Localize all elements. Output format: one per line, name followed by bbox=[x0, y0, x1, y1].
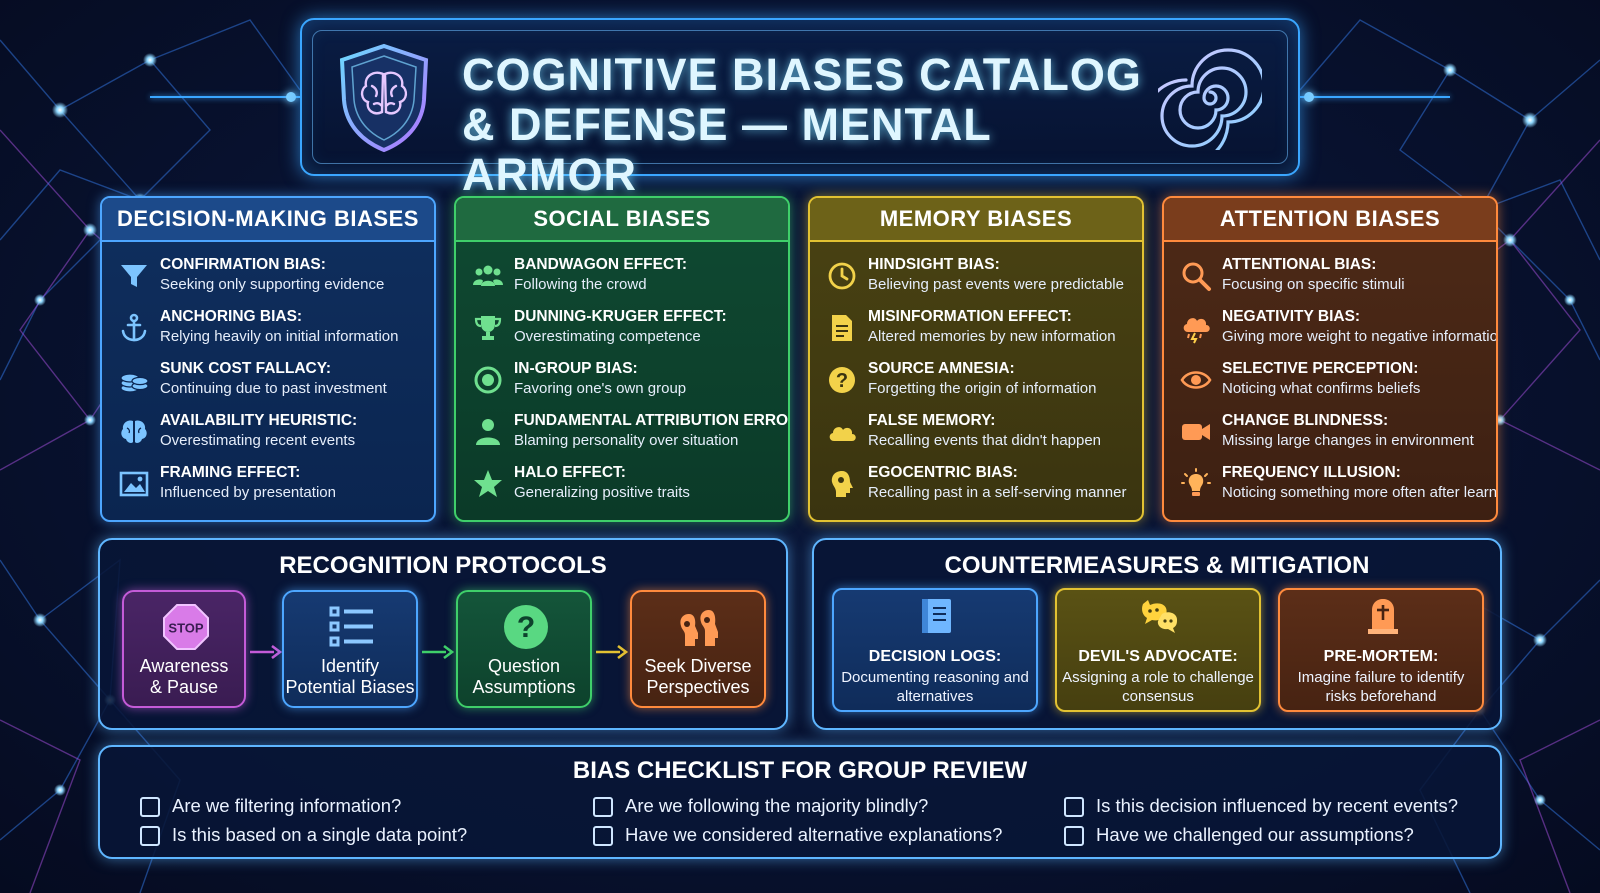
svg-text:STOP: STOP bbox=[168, 621, 203, 636]
bias-item-egocentric: EGOCENTRIC BIAS: Recalling past in a sel… bbox=[822, 462, 1136, 512]
brain-shield-icon bbox=[339, 43, 429, 153]
bias-item-sunk-cost: SUNK COST FALLACY: Continuing due to pas… bbox=[114, 358, 428, 408]
checkbox[interactable] bbox=[1064, 826, 1084, 846]
magnifier-icon bbox=[1182, 262, 1211, 291]
trophy-icon bbox=[474, 316, 502, 340]
star-icon bbox=[474, 470, 502, 497]
storm-cloud-icon bbox=[1183, 318, 1210, 344]
svg-text:?: ? bbox=[517, 611, 535, 644]
bias-item-confirmation: CONFIRMATION BIAS: Seeking only supporti… bbox=[114, 254, 428, 304]
cloud-icon bbox=[829, 427, 856, 441]
spiral-icon bbox=[1158, 48, 1262, 150]
lightbulb-icon bbox=[1181, 468, 1211, 496]
notebook-icon bbox=[922, 599, 951, 633]
countermeasure-devils-advocate: DEVIL'S ADVOCATE: Assigning a role to ch… bbox=[1055, 588, 1261, 712]
bias-item-false-memory: FALSE MEMORY: Recalling events that didn… bbox=[822, 410, 1136, 460]
flow-arrow-3 bbox=[596, 644, 628, 660]
clock-icon bbox=[828, 262, 856, 290]
filter-icon bbox=[121, 265, 147, 287]
coins-icon bbox=[120, 373, 149, 393]
bias-item-attentional: ATTENTIONAL BIAS: Focusing on specific s… bbox=[1176, 254, 1490, 304]
panel-memory-biases: MEMORY BIASES HINDSIGHT BIAS: Believing … bbox=[808, 196, 1144, 522]
question-icon: ? bbox=[504, 605, 548, 649]
person-icon bbox=[476, 419, 500, 445]
svg-text:?: ? bbox=[836, 370, 848, 392]
bias-item-frequency-illusion: FREQUENCY ILLUSION: Noticing something m… bbox=[1176, 462, 1496, 512]
checkbox[interactable] bbox=[593, 826, 613, 846]
bias-item-framing: FRAMING EFFECT: Influenced by presentati… bbox=[114, 462, 428, 512]
picture-frame-icon bbox=[119, 471, 149, 497]
group-icon bbox=[473, 265, 503, 286]
bias-item-bandwagon: BANDWAGON EFFECT: Following the crowd bbox=[468, 254, 782, 304]
bias-item-change-blindness: CHANGE BLINDNESS: Missing large changes … bbox=[1176, 410, 1490, 460]
header-node-left bbox=[286, 92, 296, 102]
section-title: COUNTERMEASURES & MITIGATION bbox=[944, 552, 1370, 579]
step-seek-perspectives: Seek Diverse Perspectives bbox=[630, 590, 766, 708]
circle-target-icon bbox=[474, 366, 502, 394]
page-title: COGNITIVE BIASES CATALOG & DEFENSE — MEN… bbox=[462, 49, 1142, 200]
bias-item-negativity: NEGATIVITY BIAS: Giving more weight to n… bbox=[1176, 306, 1496, 356]
bias-item-anchoring: ANCHORING BIAS: Relying heavily on initi… bbox=[114, 306, 428, 356]
bias-item-selective-perception: SELECTIVE PERCEPTION: Noticing what conf… bbox=[1176, 358, 1490, 408]
header-inner-frame bbox=[312, 30, 1288, 164]
panel-social-biases: SOCIAL BIASES BANDWAGON EFFECT: Followin… bbox=[454, 196, 790, 522]
bias-item-misinformation: MISINFORMATION EFFECT: Altered memories … bbox=[822, 306, 1136, 356]
step-question-assumptions: ? Question Assumptions bbox=[456, 590, 592, 708]
step-awareness-pause: STOP Awareness & Pause bbox=[122, 590, 246, 708]
bias-item-dunning-kruger: DUNNING-KRUGER EFFECT: Overestimating co… bbox=[468, 306, 782, 356]
recognition-protocols-section: RECOGNITION PROTOCOLS STOP Awareness & P… bbox=[98, 538, 788, 730]
checkbox[interactable] bbox=[1064, 797, 1084, 817]
bias-item-availability: AVAILABILITY HEURISTIC: Overestimating r… bbox=[114, 410, 428, 460]
chat-faces-icon bbox=[1142, 600, 1178, 633]
eye-icon bbox=[1180, 371, 1212, 389]
bias-item-hindsight: HINDSIGHT BIAS: Believing past events we… bbox=[822, 254, 1136, 304]
bias-item-halo: HALO EFFECT: Generalizing positive trait… bbox=[468, 462, 782, 512]
countermeasure-pre-mortem: PRE-MORTEM: Imagine failure to identify … bbox=[1278, 588, 1484, 712]
header-banner: COGNITIVE BIASES CATALOG & DEFENSE — MEN… bbox=[300, 18, 1300, 200]
panel-title: ATTENTION BIASES bbox=[1164, 198, 1496, 242]
bias-item-source-amnesia: ? SOURCE AMNESIA: Forgetting the origin … bbox=[822, 358, 1136, 408]
video-camera-icon bbox=[1182, 424, 1210, 440]
question-icon: ? bbox=[829, 367, 855, 393]
panel-title: SOCIAL BIASES bbox=[456, 198, 788, 242]
flow-arrow-2 bbox=[422, 644, 454, 660]
bias-item-in-group: IN-GROUP BIAS: Favoring one's own group bbox=[468, 358, 782, 408]
flow-arrow-1 bbox=[250, 644, 282, 660]
tombstone-icon bbox=[1368, 599, 1398, 634]
header-connector-right bbox=[1300, 96, 1450, 98]
bias-checklist-section: BIAS CHECKLIST FOR GROUP REVIEW Are we f… bbox=[98, 745, 1502, 859]
section-title: RECOGNITION PROTOCOLS bbox=[279, 552, 607, 579]
panel-title: DECISION-MAKING BIASES bbox=[102, 198, 434, 242]
head-icon bbox=[831, 471, 853, 497]
panel-attention-biases: ATTENTION BIASES ATTENTIONAL BIAS: Focus… bbox=[1162, 196, 1498, 522]
list-icon bbox=[329, 606, 373, 647]
header-connector-left bbox=[150, 96, 300, 98]
anchor-icon bbox=[121, 313, 147, 342]
people-heads-icon bbox=[680, 610, 718, 646]
stop-sign-icon: STOP bbox=[163, 604, 209, 650]
brain-icon bbox=[121, 420, 147, 443]
countermeasures-section: COUNTERMEASURES & MITIGATION DECISION LO… bbox=[812, 538, 1502, 730]
document-icon bbox=[832, 315, 852, 341]
checkbox[interactable] bbox=[140, 826, 160, 846]
panel-decision-making-biases: DECISION-MAKING BIASES CONFIRMATION BIAS… bbox=[100, 196, 436, 522]
countermeasure-decision-logs: DECISION LOGS: Documenting reasoning and… bbox=[832, 588, 1038, 712]
panel-title: MEMORY BIASES bbox=[810, 198, 1142, 242]
section-title: BIAS CHECKLIST FOR GROUP REVIEW bbox=[572, 757, 1028, 784]
header-node-right bbox=[1304, 92, 1314, 102]
checkbox[interactable] bbox=[140, 797, 160, 817]
step-identify-biases: Identify Potential Biases bbox=[282, 590, 418, 708]
bias-item-attribution-error: FUNDAMENTAL ATTRIBUTION ERROR: Blaming p… bbox=[468, 410, 788, 460]
checkbox[interactable] bbox=[593, 797, 613, 817]
